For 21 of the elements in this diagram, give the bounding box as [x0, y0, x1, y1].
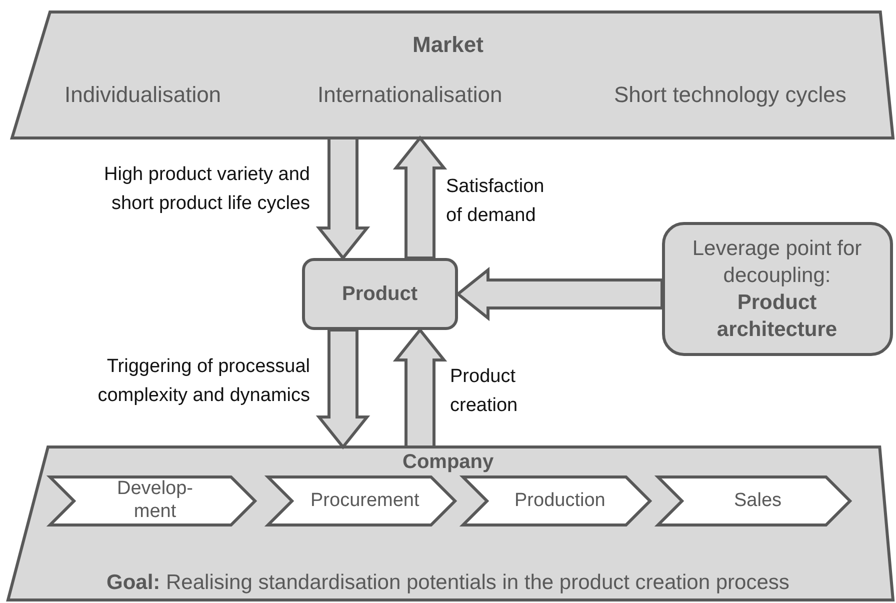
block-arrow [316, 328, 370, 450]
heading: Company [402, 450, 494, 474]
block-arrow [392, 136, 448, 260]
block-arrow [316, 136, 370, 260]
chevron-shape [46, 476, 258, 526]
node-label: Sales [734, 490, 782, 512]
block-arrow [392, 328, 448, 448]
heading: Market [412, 32, 484, 58]
node-label: Production [514, 490, 606, 512]
node-label: Leverage point for decoupling: Product architecture [691, 236, 863, 344]
process-box [302, 258, 458, 330]
market-trapezoid [10, 10, 895, 140]
node-label: Individualisation [64, 82, 222, 108]
node-label: Internationalisation [318, 82, 502, 108]
block-arrow [456, 266, 664, 322]
process-box [662, 222, 893, 356]
node-label: Short technology cycles [614, 82, 846, 108]
node-label: Procurement [310, 490, 420, 512]
node-label: Develop- ment [116, 478, 194, 524]
goal-note: Goal: Realising standardisation potentials in the product creation process [106, 570, 790, 595]
heading: Product [342, 282, 418, 306]
